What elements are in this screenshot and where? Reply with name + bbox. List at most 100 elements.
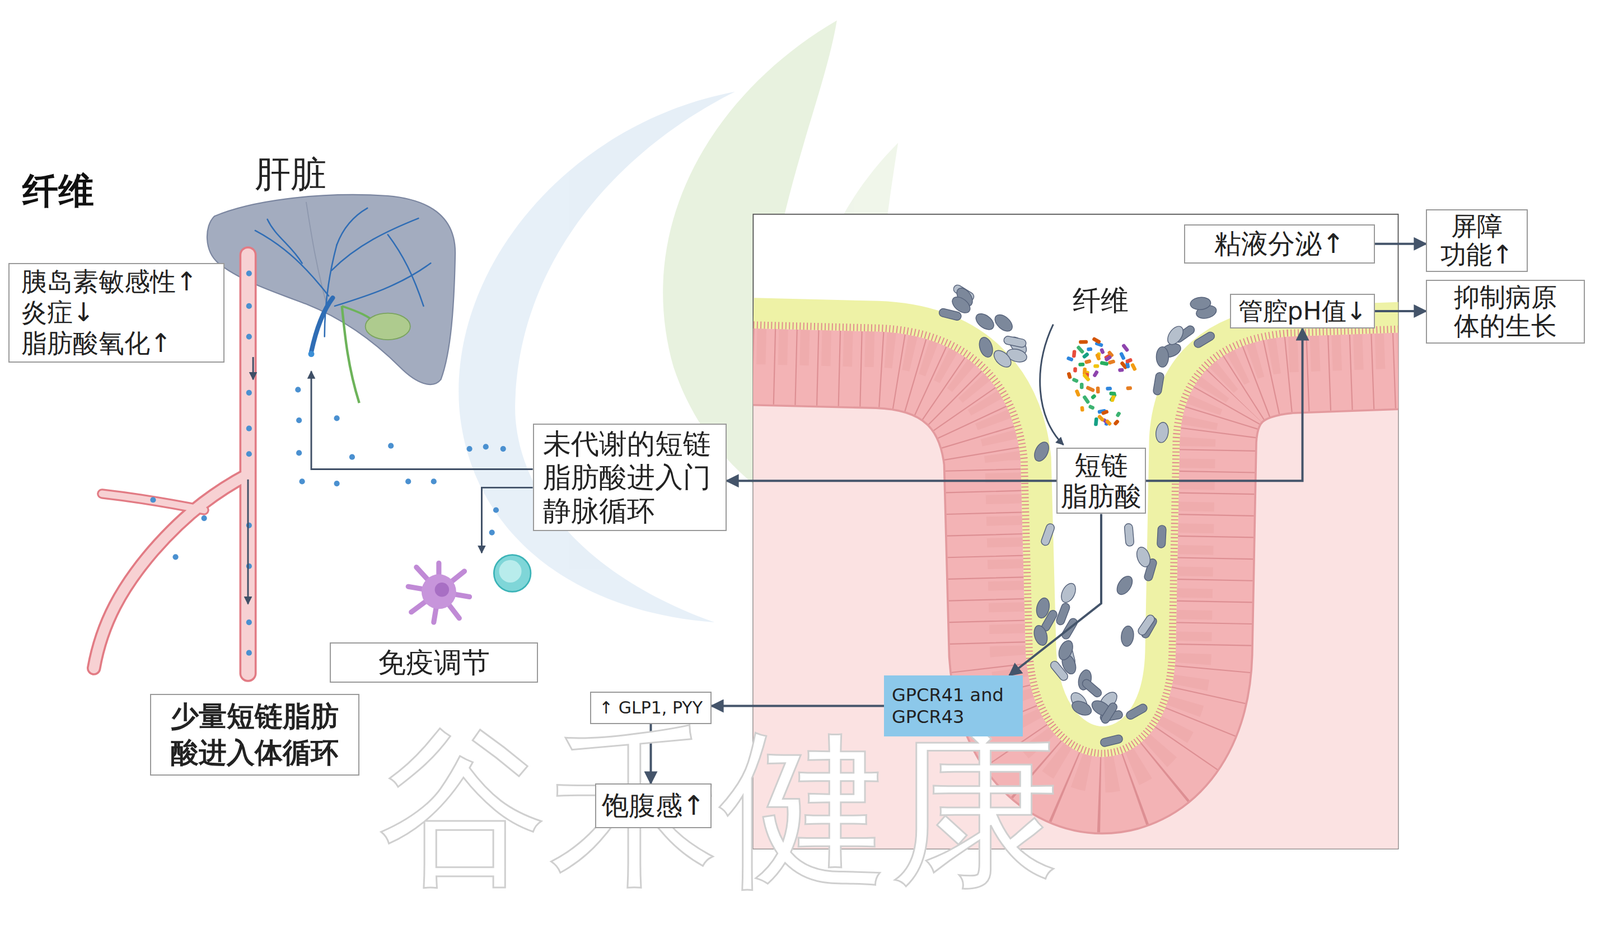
box-text: 屏障 功能↑ xyxy=(1437,212,1517,269)
fiber-piece xyxy=(1121,343,1130,353)
fiber-piece xyxy=(1079,382,1084,390)
bacterium xyxy=(1099,701,1119,725)
box-text: 短链 脂肪酸 xyxy=(1059,450,1143,512)
arrow-connector xyxy=(1009,513,1102,676)
fiber-piece xyxy=(1099,348,1106,355)
fiber-piece xyxy=(1078,340,1088,345)
arrow-connector xyxy=(726,479,1057,483)
fermentation-arrow xyxy=(1040,324,1064,446)
bacterium-body xyxy=(990,347,1015,371)
bacterium xyxy=(1120,625,1135,648)
fiber-piece xyxy=(1066,371,1073,380)
box-text: GPCR41 and GPCR43 xyxy=(891,684,1015,728)
fiber-piece xyxy=(1101,409,1110,416)
fiber-piece xyxy=(1117,367,1125,373)
box-text: ↑ GLP1, PYY xyxy=(599,698,703,719)
fiber-piece xyxy=(1088,404,1096,411)
fiber-piece xyxy=(1079,406,1084,413)
bacterium xyxy=(1152,372,1165,396)
bacterium xyxy=(1114,573,1136,598)
fiber-piece xyxy=(1071,377,1079,383)
bacterium xyxy=(1069,698,1094,719)
bacterium xyxy=(1192,330,1216,350)
bacterium-body xyxy=(1034,596,1052,620)
bacterium xyxy=(1034,596,1052,620)
fiber-piece xyxy=(1092,370,1099,378)
arrow-connector xyxy=(1374,242,1426,246)
bacterium-body xyxy=(1157,525,1167,549)
box-text: 少量短链脂肪 酸进入体循环 xyxy=(167,698,342,772)
fiber-piece xyxy=(1103,354,1112,363)
bacterium xyxy=(1055,638,1076,663)
fiber-piece xyxy=(1104,419,1112,427)
fiber-piece xyxy=(1091,337,1102,345)
box-text: 饱腹感↑ xyxy=(601,789,705,823)
fiber-piece xyxy=(1093,417,1099,427)
box-text: 管腔pH值↓ xyxy=(1238,296,1368,327)
fiber-piece xyxy=(1109,391,1116,396)
fiber-piece xyxy=(1095,353,1102,362)
bacterium-body xyxy=(1080,677,1103,699)
bacterium-body xyxy=(1099,701,1119,725)
fiber-piece xyxy=(1112,419,1120,427)
bacterium xyxy=(1031,624,1050,648)
bacterium-body xyxy=(1058,581,1079,605)
box-text: 粘液分泌↑ xyxy=(1214,227,1345,261)
fiber-piece xyxy=(1084,359,1092,365)
bacterium-body xyxy=(1055,602,1071,627)
bacterium-body xyxy=(1124,703,1149,722)
fiber-piece xyxy=(1097,414,1106,423)
bacterium xyxy=(1124,703,1149,722)
bacterium xyxy=(1003,335,1027,348)
arrow-connector xyxy=(1374,310,1426,313)
bacterium xyxy=(1157,525,1167,549)
fiber-piece xyxy=(1105,386,1112,391)
bacterium-body xyxy=(1189,296,1211,311)
fiber-piece xyxy=(1107,359,1116,366)
box-text: 免疫调节 xyxy=(377,646,490,680)
bacterium-body xyxy=(1003,335,1027,348)
bacterium xyxy=(1040,522,1056,547)
box-text: 未代谢的短链 脂肪酸进入门 静脉循环 xyxy=(543,427,717,528)
bacterium xyxy=(1099,734,1124,748)
bacterium xyxy=(1134,545,1153,569)
bacterium xyxy=(1058,581,1079,605)
bacterium xyxy=(1055,602,1071,627)
fiber-piece xyxy=(1082,395,1091,405)
box-text: 胰岛素敏感性↑ 炎症↓ 脂肪酸氧化↑ xyxy=(21,266,212,360)
fiber-piece xyxy=(1078,362,1085,367)
bacterium-body xyxy=(1099,734,1124,748)
bacterium xyxy=(976,335,995,359)
bacterium xyxy=(990,347,1015,371)
bacterium-body xyxy=(1154,421,1170,444)
fiber-piece xyxy=(1072,349,1077,358)
text-box: 抑制病原 体的生长 xyxy=(1425,279,1585,344)
fiber-piece xyxy=(1115,411,1122,419)
bacterium-body xyxy=(992,311,1016,335)
text-box: 未代谢的短链 脂肪酸进入门 静脉循环 xyxy=(532,423,727,532)
fiber-piece xyxy=(1100,361,1110,367)
bacterium-body xyxy=(1124,523,1135,547)
bacterium-body xyxy=(1120,625,1135,648)
bacterium-body xyxy=(972,310,997,334)
bacterium-body xyxy=(1156,347,1169,368)
bacterium xyxy=(938,307,962,322)
fiber-piece xyxy=(1096,386,1101,395)
fiber-piece xyxy=(1090,393,1097,400)
bacterium-body xyxy=(1114,573,1136,598)
bacterium-body xyxy=(938,307,962,322)
fiber-piece xyxy=(1082,373,1091,383)
text-box: 少量短链脂肪 酸进入体循环 xyxy=(150,694,360,776)
bacterium xyxy=(1031,440,1052,464)
bacterium-body xyxy=(1069,698,1094,719)
text-box: 粘液分泌↑ xyxy=(1184,224,1375,264)
fiber-pieces xyxy=(1066,337,1138,427)
bacterium-body xyxy=(1164,323,1187,348)
text-box: 免疫调节 xyxy=(329,642,538,683)
bacterium xyxy=(1154,421,1170,444)
text-box: 饱腹感↑ xyxy=(595,783,712,829)
bacterium-body xyxy=(1136,613,1157,637)
fiber-piece xyxy=(1125,357,1134,364)
bacterium-body xyxy=(1040,522,1056,547)
watermark: 谷禾健康 xyxy=(377,719,1061,899)
